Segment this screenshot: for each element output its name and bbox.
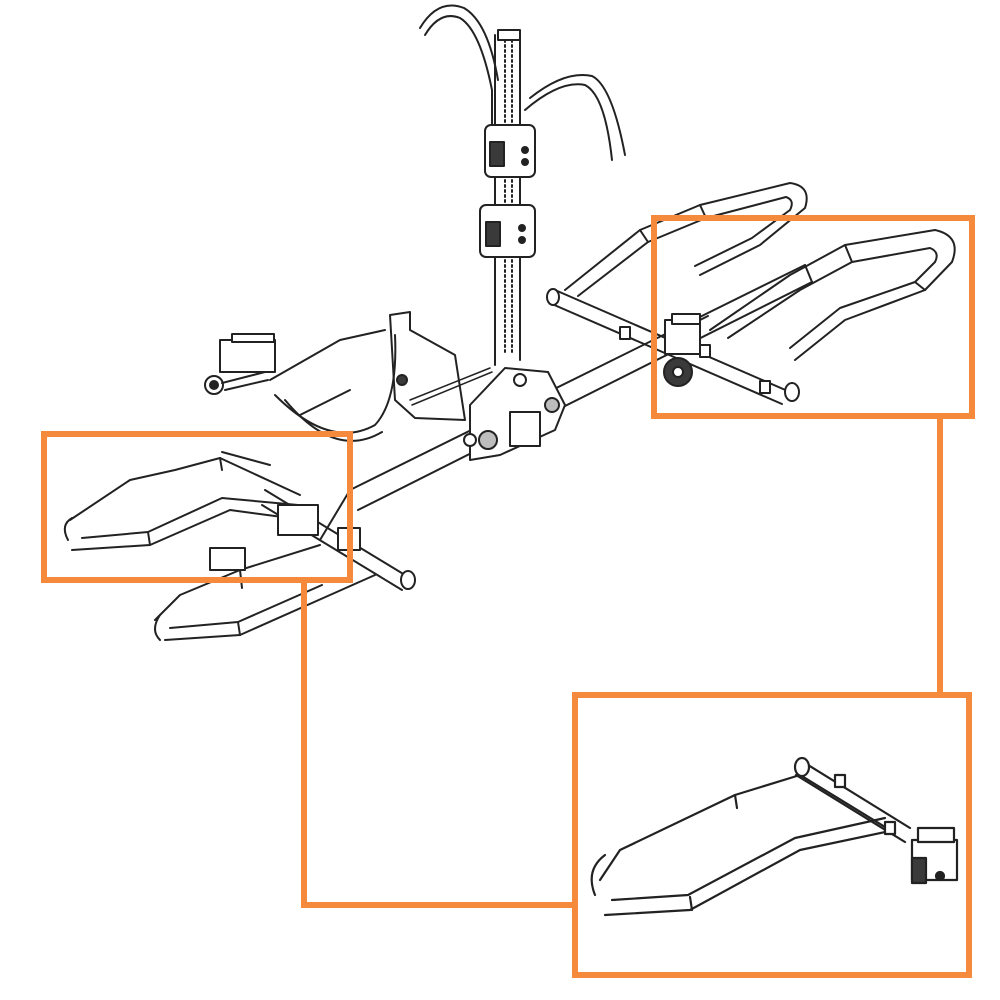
right-tray-clamp <box>664 313 709 355</box>
callout-layer <box>41 215 975 978</box>
detail-box-left-tray-end <box>41 431 353 583</box>
leader-line-left <box>301 580 575 908</box>
wheel-tray-front <box>709 229 956 361</box>
detail-view-tray-arm <box>572 692 972 978</box>
detail-tray-arm-drawing <box>590 756 959 917</box>
hitch-receiver-arm <box>269 329 397 442</box>
detail-clamp-block <box>910 826 959 885</box>
wheel-tray-front-left <box>63 451 306 551</box>
pivot-plate <box>463 367 566 461</box>
left-tray-clamp <box>209 504 319 571</box>
detail-box-right-tray-end <box>651 215 975 419</box>
wheel-tray-rear <box>564 182 808 297</box>
bike-rack-assembly <box>63 4 956 641</box>
hitch-pin-assembly <box>204 333 276 395</box>
wheel-tray-rear-left <box>154 544 376 641</box>
ratchet-block-upper <box>484 124 536 178</box>
vertical-mast <box>494 29 521 366</box>
ratchet-block-lower <box>479 204 536 258</box>
main-frame-bar <box>319 264 813 541</box>
mast-handles <box>419 4 626 161</box>
adjust-knob-icon <box>663 357 693 387</box>
hitch-bracket <box>389 311 493 421</box>
